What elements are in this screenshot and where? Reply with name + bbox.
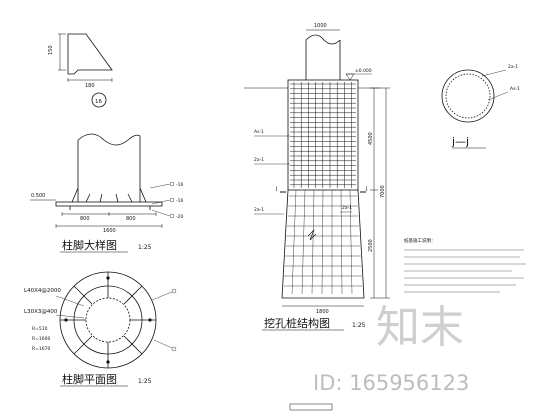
plan-stiffener-1: L40X4@2000 bbox=[24, 288, 61, 294]
pile-dim-upper: 4500 bbox=[368, 132, 374, 145]
detail16-dim-w: 180 bbox=[85, 83, 95, 89]
column-foot-plan-title: 柱脚平面图 bbox=[62, 372, 117, 386]
notes-heading: 桩基施工说明： bbox=[404, 237, 436, 244]
watermark-brand: 知末 bbox=[376, 302, 464, 353]
pile-cut-left: j bbox=[275, 186, 278, 192]
detail-16 bbox=[58, 33, 113, 108]
foot-callout-1: -16 bbox=[176, 182, 183, 188]
detail16-label: 16 bbox=[95, 99, 102, 105]
pile-cut-right: j bbox=[365, 186, 368, 192]
foot-callout-2: -16 bbox=[176, 198, 183, 204]
cross-section bbox=[441, 69, 509, 123]
foot-span-right: 800 bbox=[126, 216, 136, 222]
rebar-vertical bbox=[311, 189, 315, 295]
foot-span-left: 800 bbox=[80, 216, 90, 222]
cross-label-bottom: As-1 bbox=[510, 86, 520, 92]
pile-label-2: 2a-1 bbox=[254, 157, 264, 163]
pile-bottom-width: 1800 bbox=[316, 309, 329, 315]
pile-label-4: 2a-1 bbox=[342, 205, 352, 211]
rebar-vertical bbox=[340, 189, 343, 295]
detail16-dim-h: 150 bbox=[48, 45, 54, 55]
pile-rebar-upper bbox=[290, 82, 356, 188]
notes-body bbox=[404, 249, 526, 293]
pile-section-title: 挖孔桩结构图 bbox=[264, 316, 330, 330]
column-foot-plan bbox=[55, 271, 177, 369]
foot-left-elev: 0.500 bbox=[31, 193, 45, 199]
plan-stiffener-2: L30X3@400 bbox=[24, 309, 58, 315]
rebar-vertical bbox=[321, 189, 324, 295]
plan-radius-3: R=1670 bbox=[32, 346, 50, 352]
cross-label-top: 2a-1 bbox=[508, 64, 518, 70]
pile-dim-lower: 2500 bbox=[368, 239, 374, 252]
plan-radius-1: R=510 bbox=[32, 326, 48, 332]
pile-elevation: ±0.000 bbox=[355, 68, 372, 74]
rebar-vertical bbox=[301, 189, 306, 295]
pile-dim-total: 7000 bbox=[380, 185, 386, 198]
plan-radius-2: R=1600 bbox=[32, 336, 50, 342]
column-foot-detail bbox=[30, 133, 175, 228]
pile-label-3: 2a-1 bbox=[254, 207, 264, 213]
title-block bbox=[289, 403, 333, 411]
column-foot-plan-scale: 1:25 bbox=[138, 378, 152, 385]
cross-section-title: j—j bbox=[451, 135, 469, 148]
watermark-id: ID: 165956123 bbox=[313, 371, 469, 395]
pile-label-1: As-1 bbox=[254, 129, 264, 135]
pile-top-width: 1000 bbox=[314, 23, 327, 29]
rebar-vertical bbox=[291, 189, 297, 295]
foot-callout-3: -20 bbox=[176, 214, 183, 220]
pile-rebar-lower bbox=[283, 189, 363, 295]
pile-section-scale: 1:25 bbox=[352, 322, 366, 329]
rebar-vertical bbox=[349, 189, 353, 295]
column-foot-detail-scale: 1:25 bbox=[138, 244, 152, 251]
column-foot-detail-title: 柱脚大样图 bbox=[62, 238, 117, 252]
foot-total: 1600 bbox=[103, 228, 116, 234]
pile-section bbox=[244, 29, 390, 307]
